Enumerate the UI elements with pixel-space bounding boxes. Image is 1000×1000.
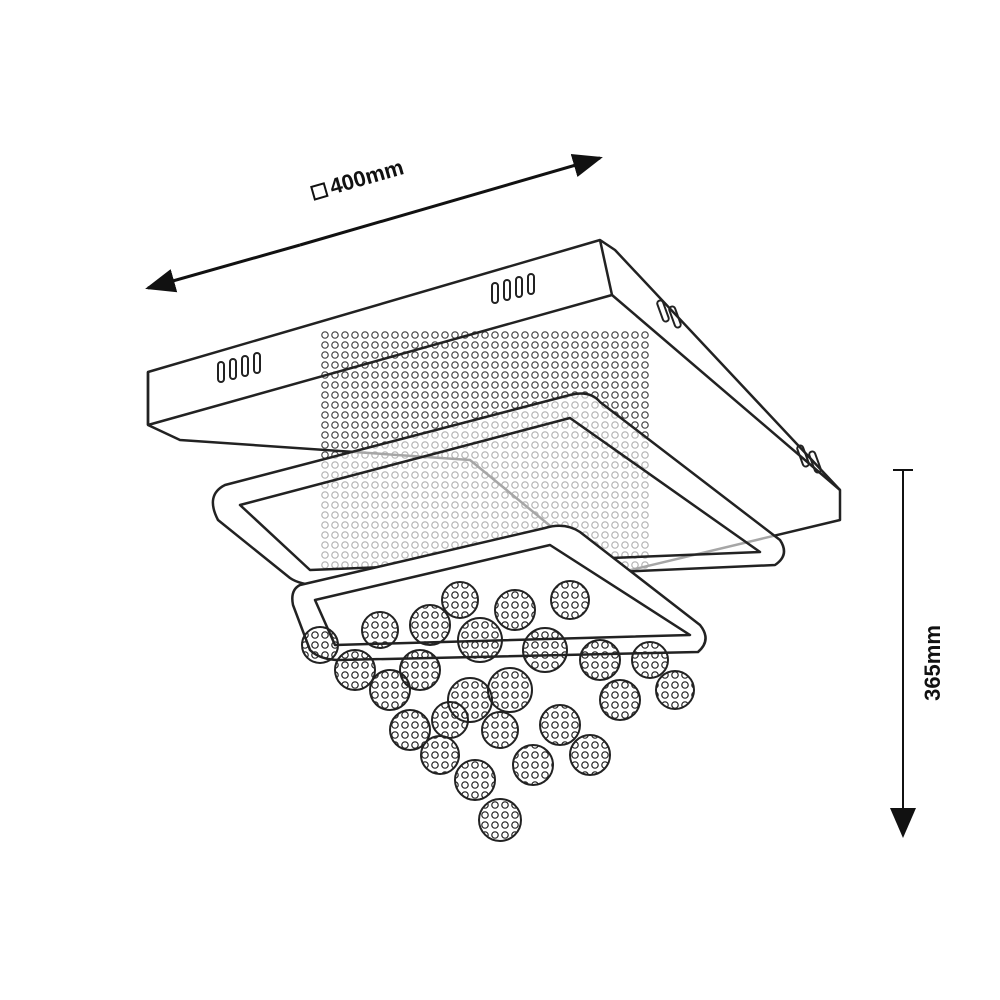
width-dimension-arrow [145,153,603,293]
square-symbol-icon [310,182,329,201]
height-dimension-label: 365mm [919,625,945,701]
height-dimension-arrow [890,469,916,838]
upper-ring [211,392,786,587]
vent-slots [217,273,822,474]
crystal-balls [301,580,695,842]
